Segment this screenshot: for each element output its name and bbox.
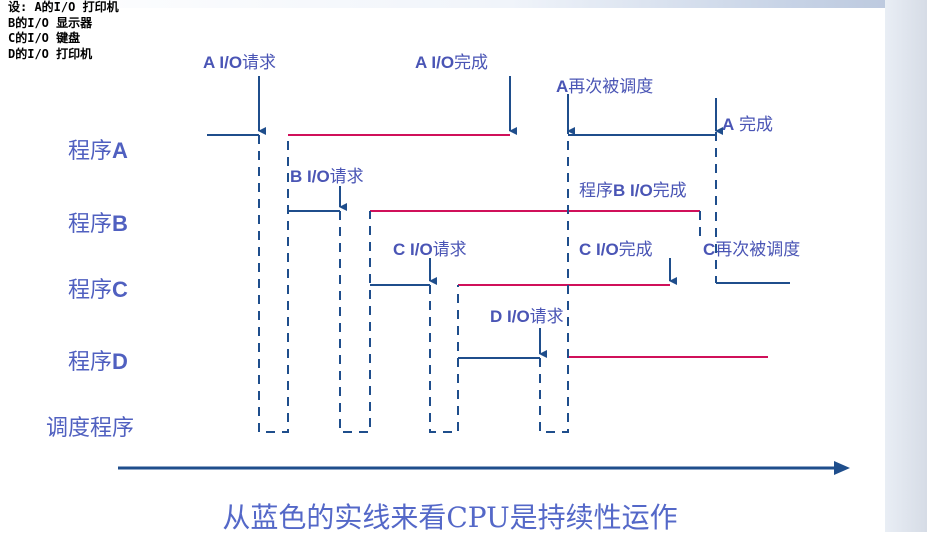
c-rescheduled-label: C再次被调度 xyxy=(703,240,801,259)
window-top-strip xyxy=(0,0,927,8)
window-right-strip xyxy=(885,0,927,532)
d-io-request-label: D I/O请求 xyxy=(490,307,564,326)
a-rescheduled-label: A再次被调度 xyxy=(556,77,654,96)
a-io-done-label: A I/O完成 xyxy=(415,53,489,72)
c-io-request-label: C I/O请求 xyxy=(393,240,467,259)
a-finished-label: A 完成 xyxy=(722,115,774,134)
c-io-done-label: C I/O完成 xyxy=(579,240,653,259)
scheduler-slot-3 xyxy=(429,285,459,433)
note-line: 设: A的I/O 打印机 xyxy=(8,0,119,14)
time-axis-arrowhead xyxy=(834,461,850,475)
note-line: B的I/O 显示器 xyxy=(8,15,93,30)
program-d-label: 程序D xyxy=(68,349,128,374)
scheduler-label: 调度程序 xyxy=(46,415,135,440)
note-line: C的I/O 键盘 xyxy=(8,31,81,45)
note-line: D的I/O 打印机 xyxy=(8,46,93,61)
a-io-request-label: A I/O请求 xyxy=(203,53,277,72)
scheduler-slot-2 xyxy=(339,211,371,433)
program-a-label: 程序A xyxy=(68,138,128,163)
program-c-label: 程序C xyxy=(68,277,128,302)
program-b-label: 程序B xyxy=(68,211,128,236)
scheduler-slot-1 xyxy=(258,135,289,433)
b-io-request-label: B I/O请求 xyxy=(290,167,364,186)
b-io-done-label: 程序B I/O完成 xyxy=(579,181,687,200)
scheduler-slot-4 xyxy=(539,98,569,433)
device-note: 设: A的I/O 打印机 B的I/O 显示器 C的I/O 键盘 D的I/O 打印… xyxy=(8,0,119,62)
caption: 从蓝色的实线来看CPU是持续性运作 xyxy=(222,501,678,534)
